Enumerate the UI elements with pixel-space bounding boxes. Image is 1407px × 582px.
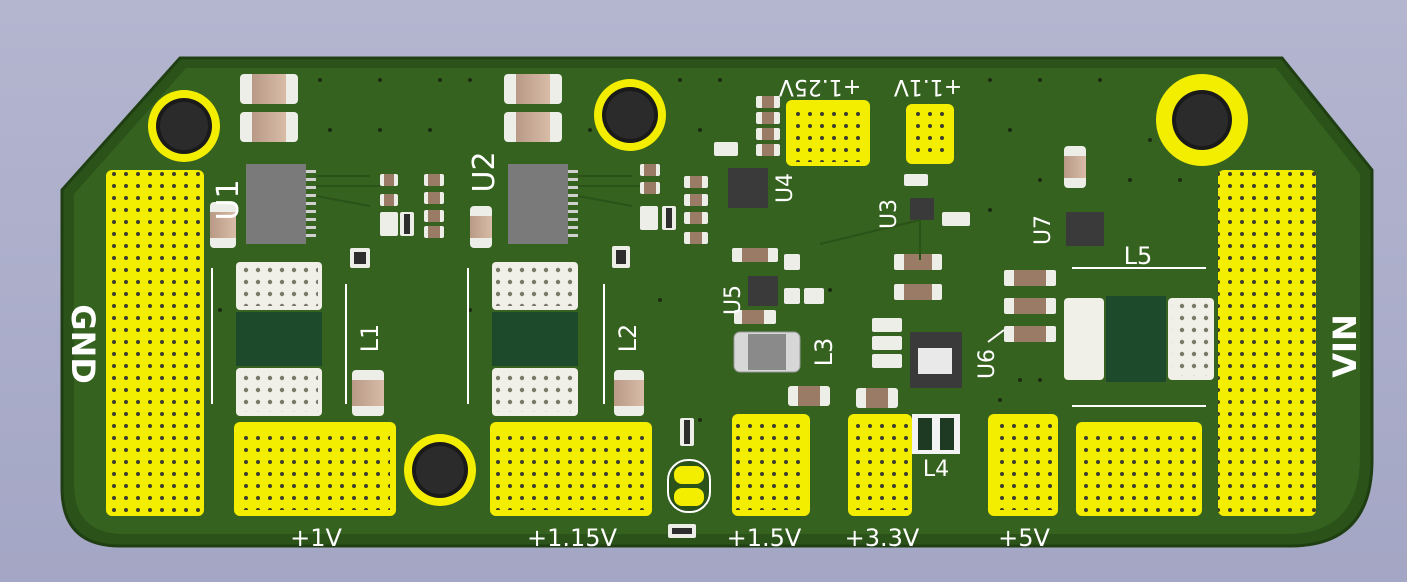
mounting-hole-top-right — [1156, 74, 1248, 166]
inductor-l3 — [733, 331, 801, 373]
ic-u6 — [910, 332, 962, 388]
label-l1: L1 — [356, 324, 384, 353]
label-1-1v: +1.1V — [894, 74, 962, 99]
inductor-l4 — [912, 414, 960, 454]
ic-u4 — [728, 168, 768, 208]
label-l4: L4 — [923, 457, 949, 482]
mounting-hole-top-middle — [594, 79, 666, 151]
gnd-pad — [106, 170, 204, 516]
inductor-l2 — [492, 262, 578, 416]
label-3-3v: +3.3V — [845, 524, 920, 552]
ic-u1 — [246, 164, 316, 244]
capacitors — [210, 74, 1086, 416]
ic-u2 — [508, 164, 578, 244]
pad-1-25v — [786, 100, 870, 166]
ic-u5 — [748, 276, 778, 306]
inductor-l5 — [1064, 296, 1214, 382]
traces — [315, 175, 921, 260]
label-1v: +1V — [290, 524, 342, 552]
ic-u3 — [910, 198, 934, 220]
label-1-5v: +1.5V — [727, 524, 802, 552]
label-1-15v: +1.15V — [527, 524, 618, 552]
label-u6: U6 — [975, 349, 1000, 379]
label-u3: U3 — [877, 199, 902, 229]
label-l5: L5 — [1124, 242, 1153, 270]
label-u4: U4 — [773, 173, 798, 203]
pad-1-5v — [732, 414, 810, 516]
pad-1-1v — [906, 104, 954, 164]
label-u2: U2 — [467, 151, 502, 192]
solder-jumper — [667, 459, 711, 513]
label-gnd: GND — [64, 304, 102, 384]
pad-3-3v — [848, 414, 912, 516]
pad-1-15v — [490, 422, 652, 516]
mounting-hole-bottom — [404, 434, 476, 506]
pad-5v — [988, 414, 1058, 516]
label-l2: L2 — [614, 324, 642, 353]
inductor-l1 — [236, 262, 322, 416]
label-1-25v: +1.25V — [779, 74, 861, 99]
label-u1: U1 — [211, 179, 246, 220]
pad-1v — [234, 422, 396, 516]
stitch-vias — [218, 78, 1182, 422]
label-vin: VIN — [1326, 314, 1364, 377]
small-passives — [350, 96, 1056, 538]
vin-pad — [1218, 170, 1316, 516]
mounting-hole-top-left — [148, 90, 220, 162]
ic-u7 — [1066, 212, 1104, 246]
label-l3: L3 — [810, 338, 838, 367]
label-5v: +5V — [998, 524, 1050, 552]
label-u5: U5 — [721, 285, 746, 315]
silkscreen-lines — [211, 267, 1206, 407]
label-u7: U7 — [1031, 215, 1056, 245]
pad-5v-right — [1076, 422, 1202, 516]
